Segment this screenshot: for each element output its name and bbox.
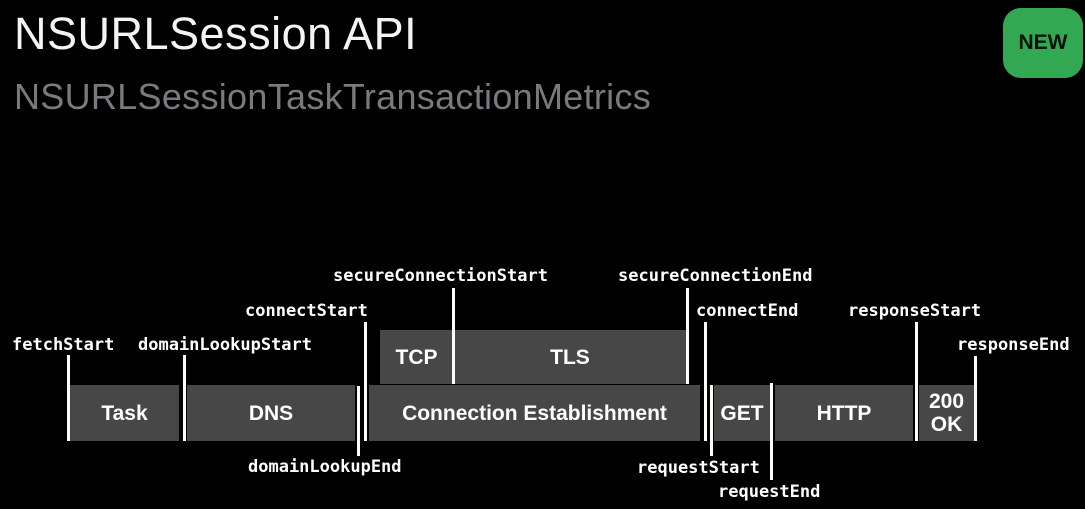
segment-label: 200 [928, 390, 965, 413]
tick-connectStart [364, 322, 367, 441]
segment-label: TLS [550, 345, 590, 369]
segment-tls: TLS [453, 330, 687, 384]
segment-task: Task [70, 385, 179, 441]
tick-requestStart [710, 385, 713, 456]
segment-http: HTTP [775, 385, 913, 441]
page-title: NSURLSession API [14, 8, 418, 59]
marker-label-fetchStart: fetchStart [12, 335, 115, 355]
segment-tcp: TCP [380, 330, 453, 384]
segment-label: GET [720, 401, 764, 425]
marker-label-domainLookupEnd: domainLookupEnd [248, 457, 402, 477]
tick-domainLookupEnd [357, 386, 360, 456]
segment-label: OK [930, 413, 963, 436]
marker-label-connectEnd: connectEnd [696, 301, 799, 321]
tick-responseEnd [974, 356, 977, 441]
marker-label-secureConnectionEnd: secureConnectionEnd [618, 266, 813, 286]
marker-label-secureConnectionStart: secureConnectionStart [333, 266, 548, 286]
marker-label-responseStart: responseStart [848, 301, 982, 321]
marker-label-requestStart: requestStart [637, 458, 760, 478]
tick-secureConnectionEnd [686, 288, 689, 384]
segment-label: TCP [395, 345, 438, 369]
marker-label-requestEnd: requestEnd [718, 482, 821, 502]
segment-label: DNS [248, 401, 294, 425]
segment-dns: DNS [187, 385, 355, 441]
tick-secureConnectionStart [452, 288, 455, 384]
tick-connectEnd [704, 322, 707, 441]
segment-label: Connection Establishment [402, 401, 667, 425]
tick-requestEnd [770, 383, 773, 480]
new-badge: NEW [1003, 8, 1083, 78]
tick-responseStart [915, 322, 918, 441]
tick-domainLookupStart [183, 355, 186, 441]
page-subtitle: NSURLSessionTaskTransactionMetrics [14, 76, 652, 117]
marker-label-responseEnd: responseEnd [957, 335, 1070, 355]
marker-label-connectStart: connectStart [245, 301, 368, 321]
segment-get: GET [714, 385, 770, 441]
segment-label: Task [101, 401, 148, 425]
segment-label: HTTP [816, 401, 872, 425]
segment-connection-establishment: Connection Establishment [369, 385, 700, 441]
marker-label-domainLookupStart: domainLookupStart [138, 335, 312, 355]
tick-fetchStart [67, 355, 70, 441]
